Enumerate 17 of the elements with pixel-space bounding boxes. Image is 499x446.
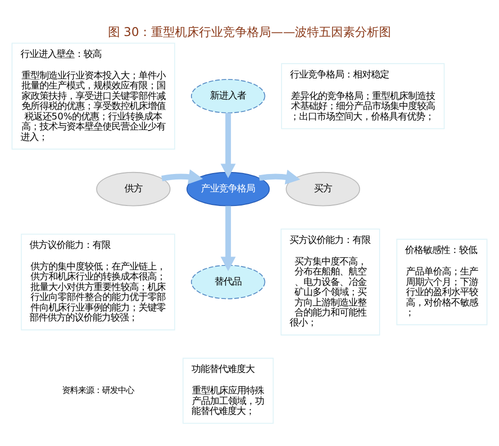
- node-ellipse: 供方: [96, 172, 170, 206]
- arrow: [258, 170, 300, 184]
- diagram-title: 图 30：重型机床行业竞争格局——波特五因素分析图: [108, 25, 392, 40]
- node-box: 行业进入壁垒：较高 重型制造业行业资本投入大；单件小批量的生产模式，规模效应有限；国家政策扶持，享受进口关键零部件减免所得税的优惠；享受数控机床增值税返还50%的优惠；行业转换成本高；技术与资本壁垒使民营企业少有进入；: [12, 42, 176, 150]
- node-box: 价格敏感性：较低 产品单价高；生产周期六个月；下游行业的盈利水平较高，对价格不敏感；: [396, 238, 488, 326]
- node-box: 买方议价能力：有限 买方集中度不高，分布在船舶、航空、电力设备、冶金矿山多个领域；买方向上游制造业整合的能力和可能性很小；: [280, 228, 380, 336]
- node-box: 行业竞争格局：相对稳定 差异化的竞争格局；重型机床制造技术基础好；细分产品市场集中度较高；出口市场空间大，价格具有优势；: [281, 63, 445, 130]
- node-box: 供方议价能力：有限 供方的集中度较低；在产业链上，供方和机床行业的转换成本很高；批量大小对供方重要性较高；机床行业向零部件整合的能力优于零部件向机床行业事例的能力；关键零部件供方的议价能力较强；: [20, 234, 176, 330]
- node-ellipse: 产业竞争格局: [186, 172, 270, 206]
- arrow: [220, 206, 236, 272]
- node-ellipse: 买方: [286, 172, 360, 206]
- arrow: [220, 112, 236, 178]
- arrow: [161, 169, 203, 184]
- node-box: 功能替代难度大 重型机床应用特殊产品加工领域，功能替代难度大；: [182, 358, 274, 424]
- node-ellipse: 替代品: [190, 264, 266, 300]
- label: 资料来源：研发中心: [62, 384, 134, 395]
- node-ellipse: 新进入者: [190, 78, 266, 114]
